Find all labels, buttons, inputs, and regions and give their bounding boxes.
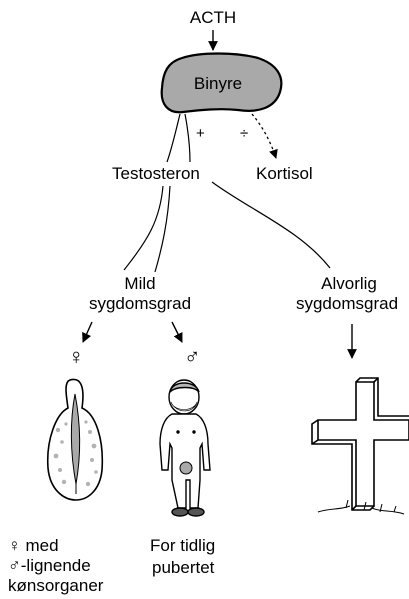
binyre-label: Binyre <box>180 74 256 94</box>
female-outcome-line3: kønsorganer <box>8 576 103 596</box>
minus-sign: ÷ <box>240 126 248 142</box>
plus-sign: + <box>196 126 205 142</box>
female-genitalia-icon <box>48 379 103 500</box>
boy-figure-icon <box>160 380 210 516</box>
male-outcome-line2: pubertet <box>152 558 214 578</box>
testosteron-to-alvorlig-line <box>212 182 330 268</box>
female-outcome-line1: ♀ med <box>8 536 59 556</box>
testosteron-label: Testosteron <box>112 164 200 184</box>
testosteron-to-mild-line-2 <box>155 186 170 272</box>
kortisol-label: Kortisol <box>256 164 313 184</box>
male-outcome-line1: For tidlig <box>150 536 215 556</box>
female-symbol: ♀ <box>68 346 85 368</box>
mild-label-line1: Mild <box>95 274 185 294</box>
male-symbol: ♂ <box>184 346 201 368</box>
mild-label-line2: sygdomsgrad <box>75 294 205 314</box>
testosteron-to-mild-line <box>124 186 163 270</box>
acth-label: ACTH <box>183 8 243 28</box>
binyre-to-testosteron-line <box>167 114 180 162</box>
mild-to-female-arrow <box>83 322 92 342</box>
alvorlig-label-line1: Alvorlig <box>290 274 408 294</box>
mild-to-male-arrow <box>172 322 182 342</box>
female-outcome-line2: ♂-lignende <box>8 556 91 576</box>
binyre-to-testosteron-line-2 <box>185 114 190 162</box>
cross-grave-icon <box>312 378 409 514</box>
binyre-to-kortisol-arrow <box>252 114 276 158</box>
alvorlig-label-line2: sygdomsgrad <box>286 294 408 314</box>
